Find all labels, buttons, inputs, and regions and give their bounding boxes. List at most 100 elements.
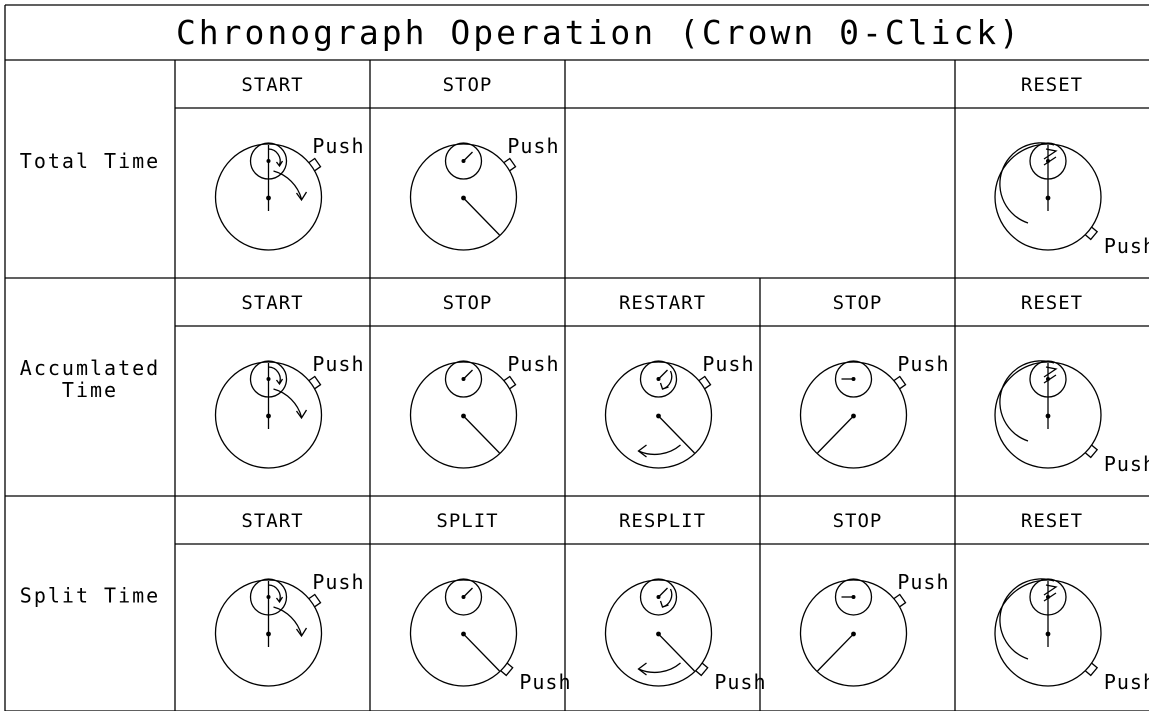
- subdial: [639, 578, 678, 616]
- chrono-hand: [463, 633, 500, 672]
- chrono-hand: [817, 633, 854, 672]
- table-title: Chronograph Operation (Crown 0-Click): [176, 13, 1022, 52]
- chrono-hand: [463, 197, 500, 236]
- watch-case: [409, 579, 518, 687]
- chrono-hand: [658, 415, 695, 454]
- arrow-head: [295, 409, 308, 420]
- pusher: [1084, 226, 1099, 241]
- watch-diagram-reset: Push: [994, 360, 1149, 476]
- column-header: RESET: [1021, 292, 1083, 314]
- table-cells: Total TimeSTARTPushSTOPPushRESETPushAccu…: [20, 74, 1149, 694]
- subdial: [834, 360, 873, 398]
- watch-diagram-reset: Push: [994, 142, 1149, 258]
- watch-diagram-resplit: Push: [604, 578, 766, 694]
- subdial-arrow: [268, 366, 281, 384]
- pusher: [308, 593, 322, 608]
- pusher: [500, 662, 514, 677]
- push-label: Push: [507, 134, 559, 158]
- subdial: [444, 578, 483, 616]
- chrono-hand: [658, 633, 695, 672]
- watch-case: [409, 143, 518, 251]
- watch-diagram-start: Push: [214, 570, 364, 687]
- column-header: STOP: [443, 74, 493, 96]
- column-header: STOP: [833, 510, 883, 532]
- subdial: [639, 360, 678, 398]
- subdial-hand: [463, 587, 473, 598]
- column-header: START: [241, 292, 303, 314]
- row-label-line: Total Time: [20, 149, 160, 173]
- column-header: RESPLIT: [619, 510, 706, 532]
- column-header: START: [241, 510, 303, 532]
- row-label: Total Time: [20, 149, 160, 173]
- rotation-arrow: [638, 662, 681, 674]
- reset-arrow: [999, 360, 1055, 442]
- arrow-head: [275, 596, 284, 604]
- arrow-head: [275, 378, 284, 386]
- watch-diagram-stopped_left: Push: [799, 352, 949, 469]
- push-label: Push: [897, 352, 949, 376]
- column-header: RESET: [1021, 74, 1083, 96]
- subdial-arrow: [268, 584, 281, 602]
- arrow-head: [1043, 148, 1058, 166]
- watch-diagram-restart: Push: [604, 352, 754, 469]
- push-label: Push: [312, 134, 364, 158]
- push-label: Push: [702, 352, 754, 376]
- subdial: [444, 360, 483, 398]
- reset-arrow: [999, 142, 1055, 224]
- table-grid: [4, 4, 1149, 711]
- chrono-hand: [463, 415, 500, 454]
- arrow-head: [1043, 366, 1058, 384]
- push-label: Push: [714, 670, 766, 694]
- watch-case: [214, 143, 323, 251]
- watch-case: [604, 579, 713, 687]
- row-label-line: Split Time: [20, 584, 160, 608]
- watch-diagram-stop: Push: [409, 134, 559, 251]
- pusher: [695, 662, 709, 677]
- subdial: [444, 142, 483, 180]
- arrow-head: [275, 160, 284, 168]
- column-header: STOP: [443, 292, 493, 314]
- push-label: Push: [312, 352, 364, 376]
- row-label-line: Accumlated: [20, 356, 160, 380]
- watch-diagram-stop: Push: [409, 352, 559, 469]
- arrow-head: [637, 662, 647, 676]
- watch-case: [214, 579, 323, 687]
- push-label: Push: [1104, 234, 1149, 258]
- pusher: [698, 375, 712, 390]
- subdial-hand: [463, 369, 473, 380]
- rotation-arrow: [273, 388, 303, 418]
- push-label: Push: [312, 570, 364, 594]
- column-header: START: [241, 74, 303, 96]
- watch-case: [799, 361, 908, 469]
- watch-case: [604, 361, 713, 469]
- watch-diagram-split: Push: [409, 578, 571, 694]
- arrow-head: [295, 191, 308, 202]
- push-label: Push: [507, 352, 559, 376]
- reset-arrow: [999, 578, 1055, 660]
- column-header: RESET: [1021, 510, 1083, 532]
- pusher: [893, 593, 907, 608]
- subdial-arrow: [268, 148, 281, 166]
- arrow-head: [295, 627, 308, 638]
- column-header: STOP: [833, 292, 883, 314]
- arrow-head: [1043, 584, 1058, 602]
- arrow-head: [659, 382, 669, 390]
- pusher: [308, 157, 322, 172]
- push-label: Push: [519, 670, 571, 694]
- watch-diagram-reset: Push: [994, 578, 1149, 694]
- subdial-hand: [463, 151, 473, 162]
- column-header: SPLIT: [436, 510, 498, 532]
- pusher: [1084, 444, 1099, 459]
- watch-case: [799, 579, 908, 687]
- row-label: Split Time: [20, 584, 160, 608]
- subdial: [834, 578, 873, 616]
- arrow-head: [637, 444, 647, 458]
- row-label-line: Time: [62, 378, 118, 402]
- push-label: Push: [1104, 452, 1149, 476]
- pusher: [1084, 662, 1099, 677]
- watch-diagram-stopped_left: Push: [799, 570, 949, 687]
- push-label: Push: [897, 570, 949, 594]
- rotation-arrow: [273, 170, 303, 200]
